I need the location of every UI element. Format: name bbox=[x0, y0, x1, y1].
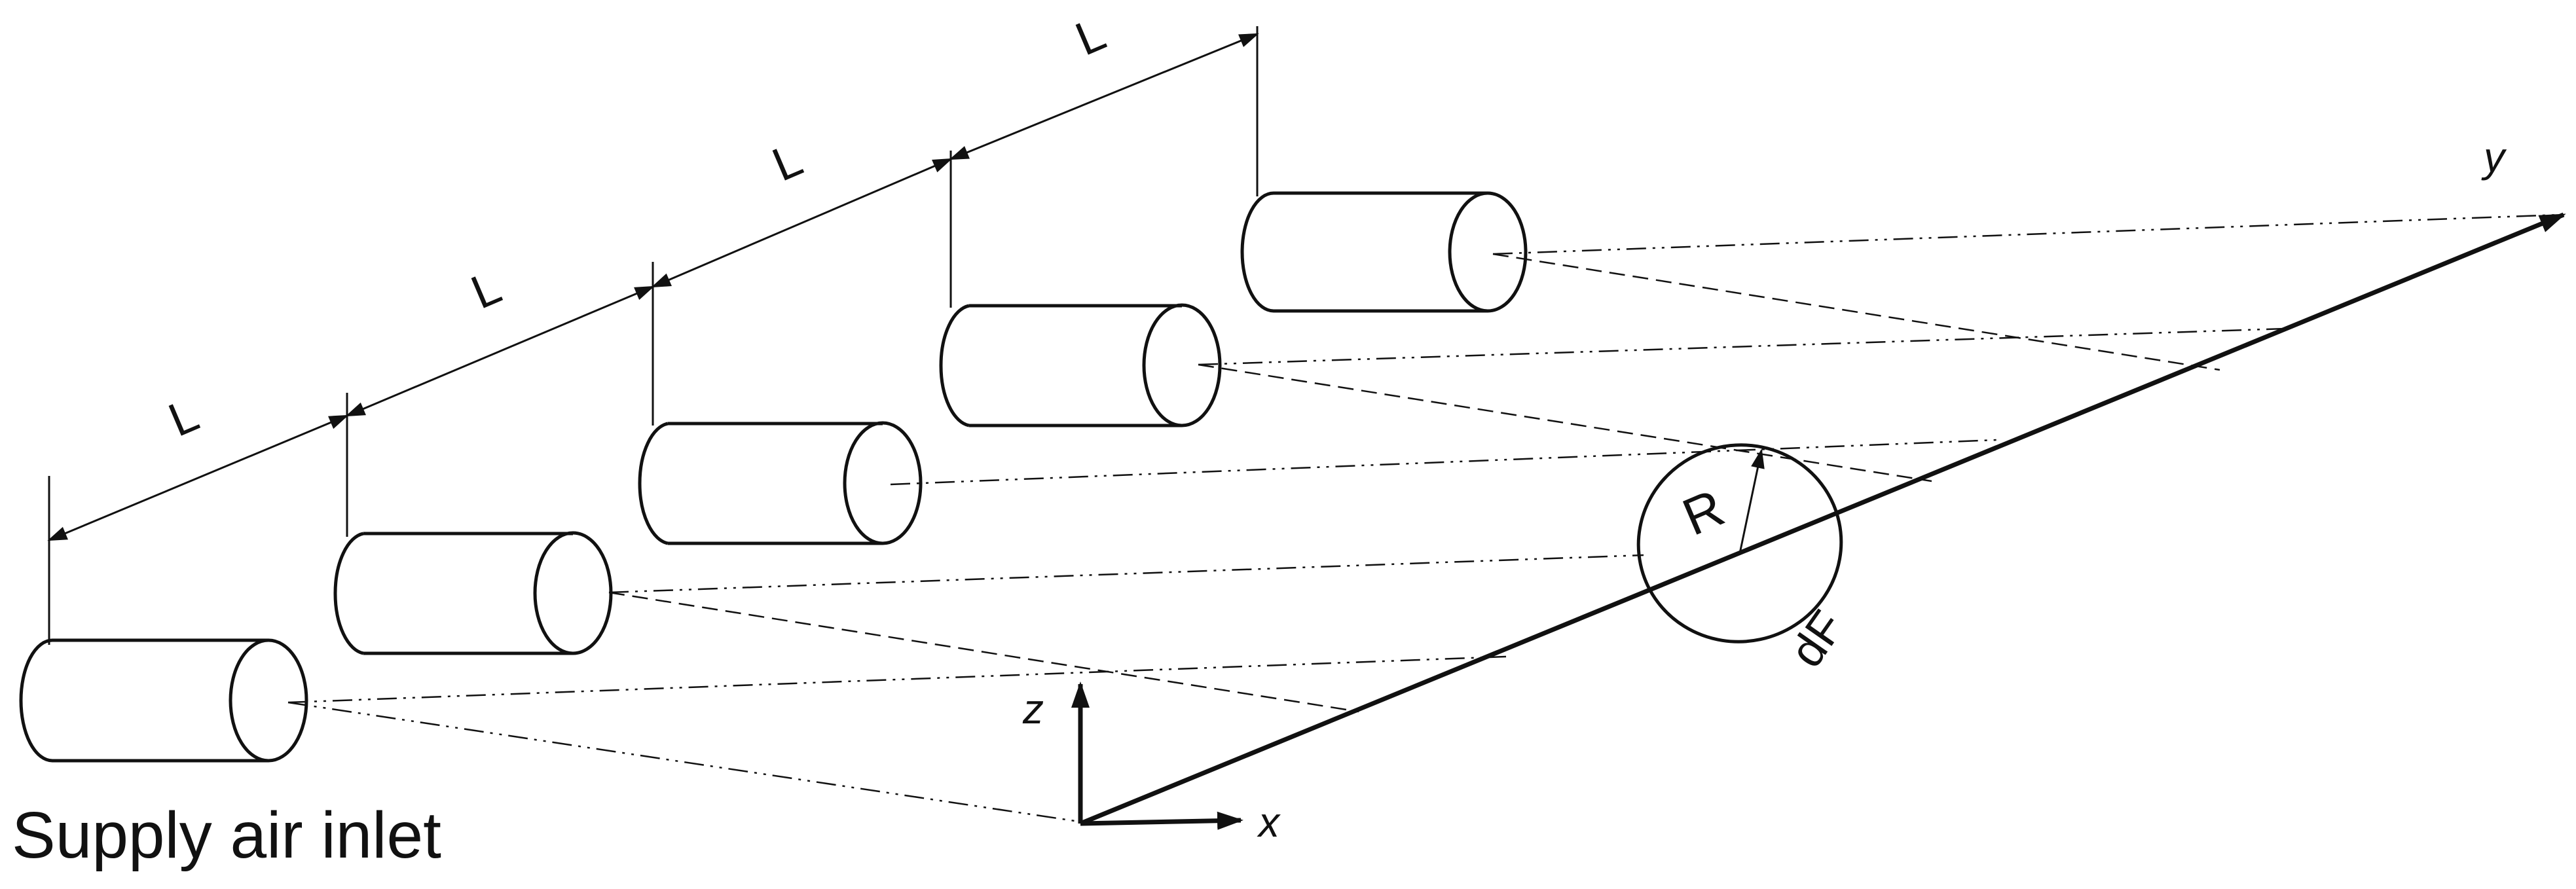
y-axis-label: y bbox=[2481, 134, 2507, 181]
target-surface: R dF bbox=[1636, 443, 1854, 677]
x-axis-label: x bbox=[1257, 799, 1281, 846]
projection-lines bbox=[287, 213, 2561, 823]
dimension-line bbox=[651, 158, 953, 288]
dimension-line bbox=[47, 414, 349, 541]
dimension-line bbox=[345, 285, 655, 417]
spacing-label: L bbox=[1069, 7, 1113, 65]
z-axis-label: z bbox=[1022, 685, 1044, 733]
radius-label: R bbox=[1674, 478, 1732, 547]
projection-line bbox=[608, 554, 1644, 594]
spacing-label: L bbox=[765, 133, 810, 191]
supply-air-inlet-cylinder bbox=[333, 531, 613, 655]
supply-air-inlets bbox=[19, 191, 1528, 763]
supply-air-inlet-cylinder bbox=[939, 303, 1222, 427]
projection-line bbox=[890, 439, 1998, 486]
supply-air-inlet-caption: Supply air inlet bbox=[12, 799, 441, 872]
projection-line bbox=[1198, 363, 1932, 482]
surface-element-dF bbox=[1636, 443, 1843, 644]
projection-line bbox=[1198, 327, 2286, 366]
dimension-line bbox=[949, 33, 1259, 160]
y-axis bbox=[1079, 212, 2566, 826]
projection-line bbox=[1492, 253, 2220, 371]
radius-arrow bbox=[1739, 448, 1765, 554]
dimension-chain: L L L L bbox=[47, 7, 1259, 645]
coordinate-axes: x y z bbox=[1022, 134, 2566, 846]
spacing-label: L bbox=[464, 261, 509, 319]
spacing-label: L bbox=[162, 388, 206, 446]
projection-line bbox=[287, 655, 1507, 704]
supply-air-inlet-cylinder bbox=[19, 638, 308, 763]
supply-air-inlet-cylinder bbox=[1240, 191, 1528, 313]
x-axis bbox=[1080, 811, 1243, 830]
projection-line bbox=[1492, 213, 2561, 255]
supply-air-inlet-cylinder bbox=[638, 421, 923, 545]
surface-label: dF bbox=[1780, 602, 1854, 677]
projection-line bbox=[608, 591, 1359, 713]
